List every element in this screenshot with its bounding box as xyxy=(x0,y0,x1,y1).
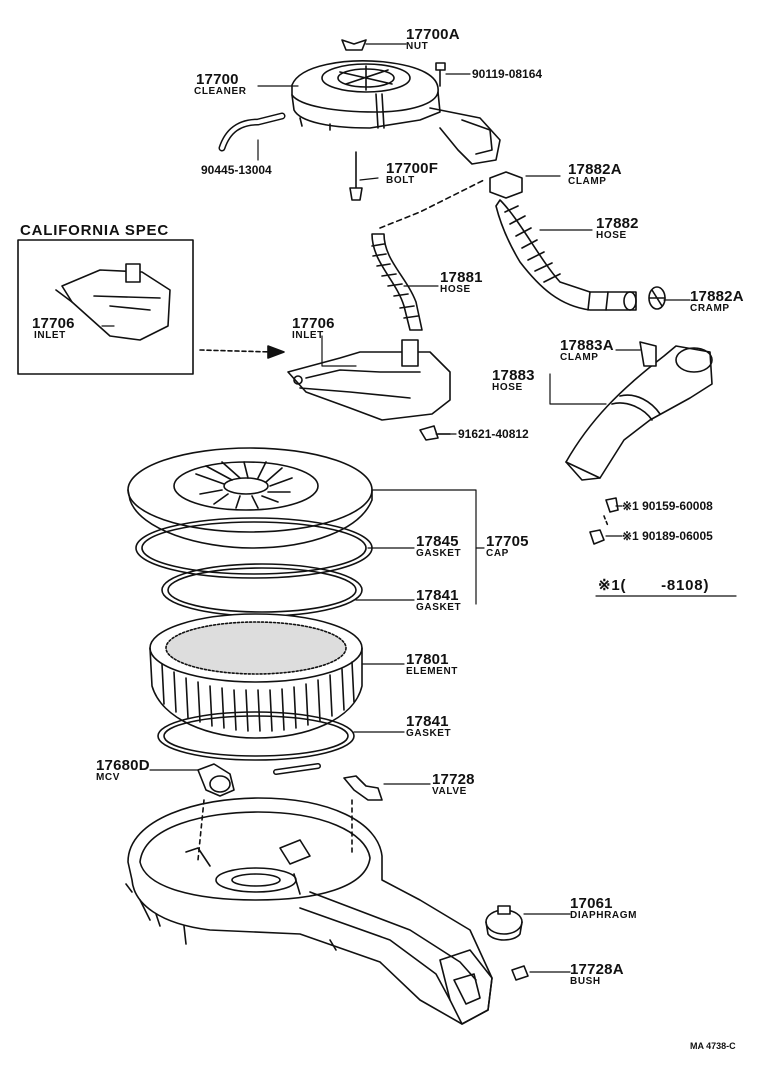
cap-17705 xyxy=(127,447,373,549)
hose-17883 xyxy=(565,345,713,481)
bolt-91621 xyxy=(419,425,451,441)
label-17700-number: 17700 xyxy=(196,71,239,88)
label-17705-number: 17705 xyxy=(486,533,529,550)
nut-90189 xyxy=(589,529,605,545)
label-17881-name: HOSE xyxy=(440,284,471,295)
label-17882a-clamp-number: 17882A xyxy=(568,161,622,178)
leader-lines xyxy=(101,43,737,973)
bolt-90119 xyxy=(435,62,446,87)
cleaner-assembly-top xyxy=(291,60,501,165)
label-17801-number: 17801 xyxy=(406,651,449,668)
label-17700f-number: 17700F xyxy=(386,160,439,177)
gasket-17841-lower xyxy=(157,711,355,761)
mcv-17680d xyxy=(197,763,235,797)
label-17700a-name: NUT xyxy=(406,41,429,52)
label-17841-upper-number: 17841 xyxy=(416,587,459,604)
label-17882a-clamp-name: CLAMP xyxy=(568,176,607,187)
label-17883a-number: 17883A xyxy=(560,337,614,354)
cramp-17882a xyxy=(648,286,666,310)
label-17706-cal-name: INLET xyxy=(34,330,66,341)
california-spec-title: CALIFORNIA SPEC xyxy=(20,222,169,239)
label-17883-name: HOSE xyxy=(492,382,523,393)
element-17801 xyxy=(149,613,363,739)
wing-nut-17700a xyxy=(341,39,367,51)
flow-arrow xyxy=(199,345,285,359)
label-90445: 90445-13004 xyxy=(201,163,272,177)
hose-90445 xyxy=(218,112,286,152)
label-17882-number: 17882 xyxy=(596,215,639,232)
hose-17881 xyxy=(371,233,423,331)
bolt-17700f xyxy=(349,151,363,201)
label-17061-number: 17061 xyxy=(570,895,613,912)
label-17728a-number: 17728A xyxy=(570,961,624,978)
label-90159: ※1 90159-60008 xyxy=(622,499,713,513)
case-lower xyxy=(125,797,493,1025)
drawing-code: MA 4738-C xyxy=(690,1041,736,1051)
label-17706-cal-number: 17706 xyxy=(32,315,75,332)
clamp-17883a xyxy=(639,341,657,367)
bush-17728a xyxy=(511,965,529,981)
label-17845-number: 17845 xyxy=(416,533,459,550)
label-17061-name: DIAPHRAGM xyxy=(570,910,638,921)
label-17728-number: 17728 xyxy=(432,771,475,788)
label-17706-name: INLET xyxy=(292,330,324,341)
leader-dashed-top xyxy=(379,179,485,229)
label-17841-upper-name: GASKET xyxy=(416,602,462,613)
diaphragm-17061 xyxy=(485,905,523,941)
california-spec-box xyxy=(17,239,194,375)
leader-dashed-lower xyxy=(197,799,353,861)
hose-17882 xyxy=(489,171,637,311)
screw-90159 xyxy=(603,497,619,527)
label-17705-name: CAP xyxy=(486,548,509,559)
label-17882a-cramp-name: CRAMP xyxy=(690,303,730,314)
label-17881-number: 17881 xyxy=(440,269,483,286)
label-17680d-name: MCV xyxy=(96,772,121,783)
label-91621: 91621-40812 xyxy=(458,427,529,441)
label-90119: 90119-08164 xyxy=(472,67,543,81)
valve-17728 xyxy=(273,763,383,801)
label-17845-name: GASKET xyxy=(416,548,462,559)
label-17700f-name: BOLT xyxy=(386,175,415,186)
label-17801-name: ELEMENT xyxy=(406,666,458,677)
label-17700a-number: 17700A xyxy=(406,26,460,43)
label-17883a-name: CLAMP xyxy=(560,352,599,363)
label-17728a-name: BUSH xyxy=(570,976,601,987)
gasket-17841-upper xyxy=(161,563,363,617)
label-17700-name: CLEANER xyxy=(194,86,247,97)
label-17728-name: VALVE xyxy=(432,786,467,797)
label-17882-name: HOSE xyxy=(596,230,627,241)
label-17841-lower-name: GASKET xyxy=(406,728,452,739)
label-17706-number: 17706 xyxy=(292,315,335,332)
label-90189: ※1 90189-06005 xyxy=(622,529,713,543)
label-17841-lower-number: 17841 xyxy=(406,713,449,730)
inlet-17706 xyxy=(287,339,451,421)
label-17680d-number: 17680D xyxy=(96,757,150,774)
label-17883-number: 17883 xyxy=(492,367,535,384)
label-17882a-cramp-number: 17882A xyxy=(690,288,744,305)
footnote-series: ※1( -8108) xyxy=(598,577,710,594)
